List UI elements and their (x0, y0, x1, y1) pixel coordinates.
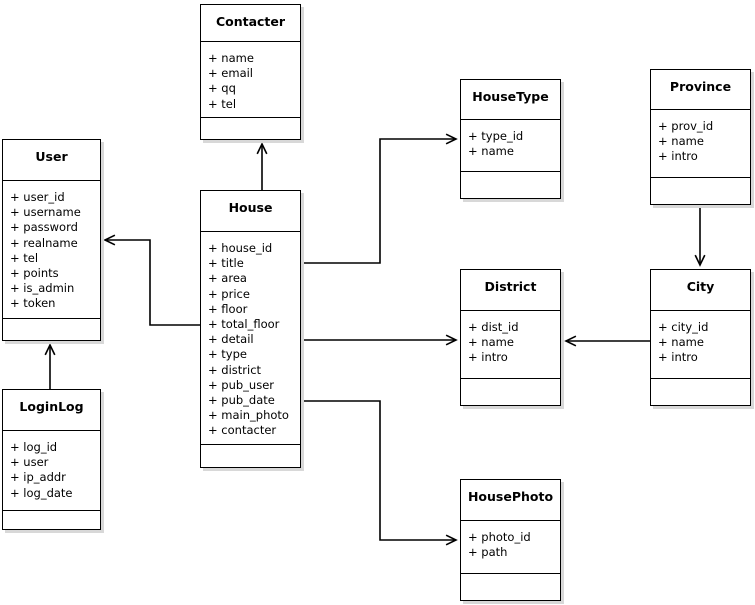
attribute-row: + log_date (10, 485, 73, 500)
attributes-compartment-contacter: + name+ email+ qq+ tel (201, 42, 300, 118)
relationship-house-to-housetype (301, 133, 458, 264)
relationship-line (301, 138, 456, 264)
uml-class-user[interactable]: User+ user_id+ username+ password+ realn… (2, 139, 101, 341)
attribute-row: + is_admin (10, 281, 75, 296)
attribute-row: + dist_id (468, 320, 519, 334)
arrowhead-icon (44, 343, 56, 356)
arrowhead-icon (103, 234, 116, 246)
uml-class-city[interactable]: City+ city_id+ name+ intro (650, 269, 751, 406)
class-name-loginlog: LoginLog (3, 390, 100, 431)
attribute-row: + intro (468, 350, 508, 365)
operations-compartment-housetype (461, 172, 560, 197)
relationship-province-to-city (694, 205, 706, 267)
class-name-city: City (651, 270, 750, 311)
attribute-row: + path (468, 545, 508, 560)
uml-class-loginlog[interactable]: LoginLog+ log_id+ user+ ip_addr+ log_dat… (2, 389, 101, 530)
operations-compartment-province (651, 178, 750, 203)
attributes-compartment-user: + user_id+ username+ password+ realname+… (3, 181, 100, 319)
arrowhead-icon (694, 254, 706, 267)
attribute-row: + pub_user (208, 377, 275, 392)
relationship-city-to-district (564, 335, 650, 347)
class-name-user: User (3, 140, 100, 181)
operations-compartment-city (651, 379, 750, 404)
attribute-row: + floor (208, 301, 248, 316)
attribute-row: + name (468, 335, 514, 350)
relationship-line (105, 239, 200, 326)
attribute-row: + log_id (10, 440, 58, 454)
attribute-row: + user (10, 455, 49, 470)
attribute-row: + prov_id (658, 119, 714, 133)
attribute-row: + title (208, 256, 244, 271)
attribute-row: + pub_date (208, 393, 275, 408)
relationship-house-to-user (103, 234, 200, 326)
attribute-row: + intro (658, 350, 698, 365)
arrowhead-icon (256, 142, 268, 155)
attributes-compartment-province: + prov_id+ name+ intro (651, 110, 750, 178)
attribute-row: + qq (208, 81, 236, 96)
relationship-house-to-housephoto (301, 400, 458, 546)
operations-compartment-district (461, 379, 560, 404)
class-name-district: District (461, 270, 560, 311)
attribute-row: + user_id (10, 190, 65, 204)
uml-class-housetype[interactable]: HouseType+ type_id+ name (460, 79, 561, 199)
attribute-row: + house_id (208, 241, 273, 255)
uml-class-housephoto[interactable]: HousePhoto+ photo_id+ path (460, 479, 561, 601)
attribute-row: + district (208, 362, 262, 377)
attribute-row: + email (208, 66, 254, 81)
attribute-row: + name (208, 51, 254, 65)
operations-compartment-contacter (201, 118, 300, 138)
operations-compartment-housephoto (461, 574, 560, 599)
class-name-housetype: HouseType (461, 80, 560, 120)
attribute-row: + contacter (208, 423, 277, 438)
arrowhead-icon (445, 334, 458, 346)
uml-class-province[interactable]: Province+ prov_id+ name+ intro (650, 69, 751, 205)
attributes-compartment-housetype: + type_id+ name (461, 120, 560, 172)
uml-class-house[interactable]: House+ house_id+ title+ area+ price+ flo… (200, 190, 301, 468)
attribute-row: + tel (10, 250, 39, 265)
operations-compartment-house (201, 445, 300, 466)
attribute-row: + token (10, 296, 56, 311)
class-name-province: Province (651, 70, 750, 110)
attribute-row: + price (208, 286, 250, 301)
arrowhead-icon (445, 534, 458, 546)
attribute-row: + city_id (658, 320, 709, 334)
relationship-loginlog-to-user (44, 343, 56, 389)
uml-class-district[interactable]: District+ dist_id+ name+ intro (460, 269, 561, 406)
attribute-row: + name (658, 335, 704, 350)
attribute-row: + username (10, 205, 81, 220)
uml-class-contacter[interactable]: Contacter+ name+ email+ qq+ tel (200, 4, 301, 140)
attribute-row: + realname (10, 235, 78, 250)
operations-compartment-user (3, 319, 100, 339)
arrowhead-icon (445, 133, 458, 145)
attribute-row: + points (10, 266, 59, 281)
attribute-row: + type_id (468, 129, 524, 143)
attribute-row: + name (658, 134, 704, 149)
attribute-row: + password (10, 220, 78, 235)
class-name-house: House (201, 191, 300, 232)
arrowhead-icon (564, 335, 577, 347)
attributes-compartment-city: + city_id+ name+ intro (651, 311, 750, 379)
attribute-row: + main_photo (208, 408, 289, 423)
attribute-row: + ip_addr (10, 470, 66, 485)
class-name-contacter: Contacter (201, 5, 300, 42)
attributes-compartment-loginlog: + log_id+ user+ ip_addr+ log_date (3, 431, 100, 511)
relationship-house-to-contacter (256, 142, 268, 190)
relationship-line (301, 400, 456, 541)
attribute-row: + detail (208, 332, 254, 347)
class-name-housephoto: HousePhoto (461, 480, 560, 521)
attribute-row: + total_floor (208, 317, 280, 332)
attribute-row: + tel (208, 96, 237, 111)
relationship-house-to-district (301, 334, 458, 346)
attributes-compartment-house: + house_id+ title+ area+ price+ floor+ t… (201, 232, 300, 445)
attributes-compartment-district: + dist_id+ name+ intro (461, 311, 560, 379)
operations-compartment-loginlog (3, 511, 100, 528)
attribute-row: + name (468, 144, 514, 159)
attribute-row: + intro (658, 149, 698, 164)
attribute-row: + photo_id (468, 530, 531, 544)
attribute-row: + type (208, 347, 247, 362)
attributes-compartment-housephoto: + photo_id+ path (461, 521, 560, 574)
attribute-row: + area (208, 271, 247, 286)
